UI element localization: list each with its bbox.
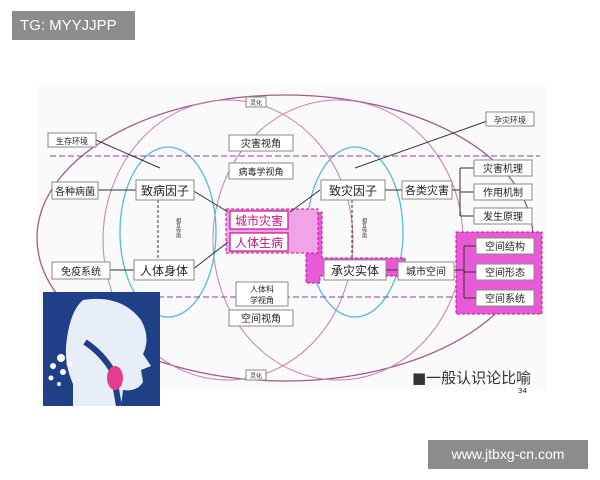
action-box — [473, 183, 533, 201]
urban-disaster-box — [229, 210, 289, 230]
space-form-label: 空间形态 — [485, 266, 525, 279]
page-number: 34 — [518, 387, 527, 395]
pathology-view-label: 病毒学视角 — [238, 166, 283, 178]
human-head-cough-icon — [43, 292, 160, 406]
space-structure-label: 空间结构 — [485, 240, 525, 253]
disaster-factor-label: 致灾因子 — [329, 183, 377, 198]
urban-disaster-label: 城市灾害 — [235, 213, 283, 228]
pathogenic-factor-box — [135, 179, 195, 201]
left-inner-ellipse — [102, 99, 354, 381]
bottom-circle-label: 灵化 — [250, 372, 262, 380]
top-circle-label: 灵化 — [250, 99, 262, 107]
space-system-label: 空间系统 — [485, 292, 525, 305]
pathogenic-factor-label: 致病因子 — [141, 183, 189, 198]
principle-label: 发生原理 — [483, 210, 523, 223]
left-cyan-ellipse — [119, 146, 217, 318]
human-body-box — [133, 259, 195, 281]
disaster-factor-box — [320, 179, 386, 201]
urban-space-label: 城市空间 — [406, 265, 446, 278]
principle-box — [473, 207, 533, 225]
immune-system-label: 免疫系统 — [61, 265, 101, 278]
right-env-label: 孕灾环境 — [494, 115, 526, 125]
pathogens-label: 各种病菌 — [55, 185, 95, 198]
human-disease-box — [229, 232, 289, 252]
space-form-box — [475, 263, 535, 281]
space-system-box — [475, 289, 535, 307]
interaction-right-label: 相互作用 — [361, 217, 367, 239]
human-science-view-line1: 人体科 — [250, 284, 274, 294]
space-view-box — [228, 309, 294, 327]
interaction-left-label: 相互作用 — [175, 217, 181, 239]
bottom-circle-label-box — [245, 369, 267, 381]
left-env-label: 生存环境 — [56, 136, 88, 146]
diagram-title: ■一般认识论比喻 — [412, 369, 531, 387]
watermark-top-left: TG: MYYJJPP — [12, 11, 135, 40]
mechanism-label: 灾害机理 — [483, 162, 523, 175]
watermark-bottom-right: www.jtbxg-cn.com — [428, 440, 588, 469]
left-env-box — [47, 132, 97, 148]
top-circle-label-box — [245, 96, 267, 108]
urban-space-box — [397, 261, 455, 281]
mechanism-box — [473, 159, 533, 177]
disaster-view-label: 灾害视角 — [241, 137, 281, 150]
pathology-view-box — [228, 162, 294, 180]
space-structure-box — [475, 237, 535, 255]
disaster-view-box — [228, 134, 294, 152]
human-disease-label: 人体生病 — [235, 235, 283, 250]
right-env-box — [485, 111, 535, 127]
various-disasters-label: 各类灾害 — [405, 183, 449, 197]
human-science-view-line2: 学视角 — [250, 295, 274, 305]
disaster-bearer-label: 承灾实体 — [331, 263, 379, 278]
space-view-label: 空间视角 — [241, 312, 281, 325]
various-disasters-box — [401, 180, 453, 200]
disaster-bearer-box — [323, 259, 387, 281]
immune-system-box — [51, 261, 111, 280]
action-label: 作用机制 — [483, 186, 523, 199]
pathogens-box — [51, 181, 99, 200]
human-science-view-box — [235, 281, 289, 307]
coughing-head-illustration — [43, 292, 160, 406]
human-body-label: 人体身体 — [140, 263, 188, 278]
